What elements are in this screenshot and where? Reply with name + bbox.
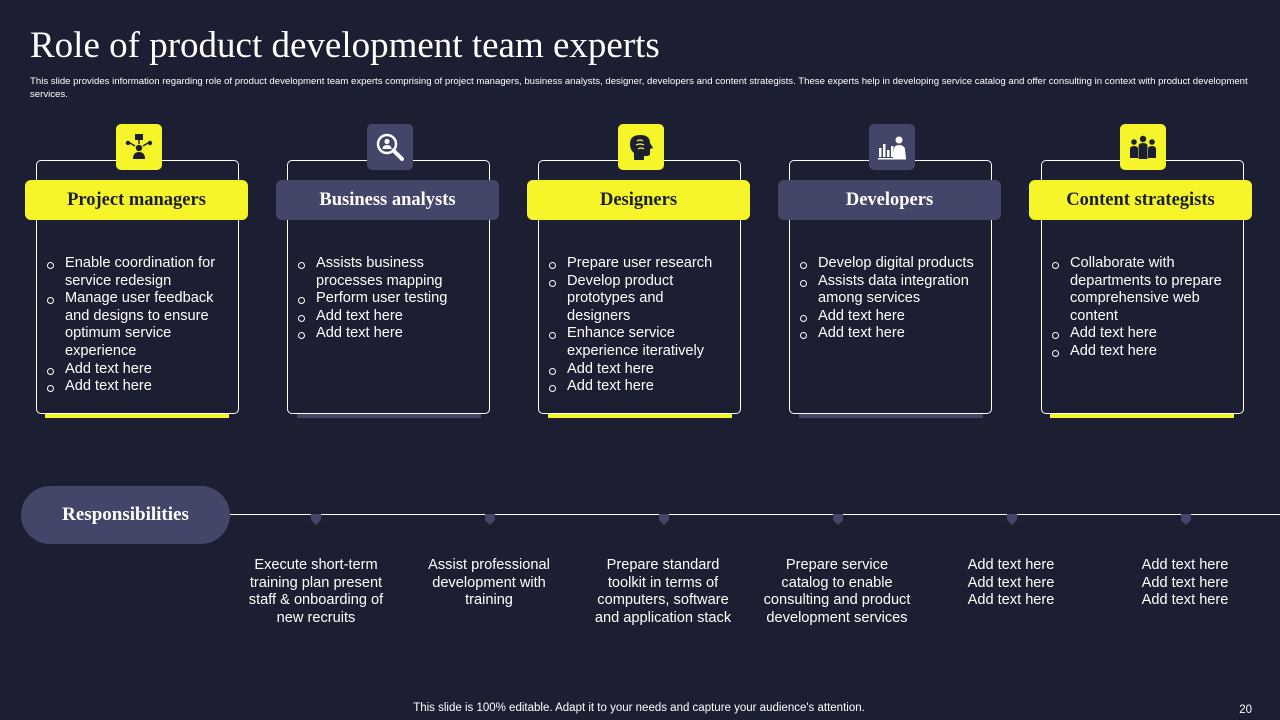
- role-header-developers: Developers: [778, 180, 1001, 220]
- role-header-designers: Designers: [527, 180, 750, 220]
- slide-footer: This slide is 100% editable. Adapt it to…: [413, 702, 865, 714]
- role-header-project-managers: Project managers: [25, 180, 248, 220]
- role-bullets-business-analysts: Assists business processes mapping Perfo…: [297, 255, 477, 343]
- bullet-item: Add text here: [1051, 325, 1231, 343]
- responsibility-text: Prepare service catalog to enable consul…: [763, 557, 911, 626]
- bullet-item: Develop product prototypes and designers: [548, 273, 728, 326]
- slide-subtitle: This slide provides information regardin…: [30, 76, 1248, 100]
- page-number: 20: [1239, 704, 1252, 716]
- role-bullets-content-strategists: Collaborate with departments to prepare …: [1051, 255, 1231, 361]
- creative-head-icon: [618, 124, 664, 170]
- role-header-business-analysts: Business analysts: [276, 180, 499, 220]
- bullet-item: Perform user testing: [297, 290, 477, 308]
- role-header-content-strategists: Content strategists: [1029, 180, 1252, 220]
- card-underline: [45, 414, 229, 418]
- card-underline: [548, 414, 732, 418]
- bullet-item: Add text here: [297, 325, 477, 343]
- timeline-marker: [1181, 514, 1191, 525]
- role-bullets-project-managers: Enable coordination for service redesign…: [46, 255, 226, 396]
- responsibilities-label: Responsibilities: [21, 486, 230, 544]
- role-bullets-designers: Prepare user research Develop product pr…: [548, 255, 728, 396]
- bullet-item: Manage user feedback and designs to ensu…: [46, 290, 226, 360]
- responsibility-text: Add text here Add text here Add text her…: [967, 557, 1055, 609]
- bullet-item: Enhance service experience iteratively: [548, 325, 728, 360]
- manager-network-icon: [116, 124, 162, 170]
- team-group-icon: [1120, 124, 1166, 170]
- bullet-item: Add text here: [1051, 343, 1231, 361]
- role-bullets-developers: Develop digital products Assists data in…: [799, 255, 979, 343]
- presenter-chart-icon: [869, 124, 915, 170]
- card-underline: [1050, 414, 1234, 418]
- responsibility-text: Prepare standard toolkit in terms of com…: [594, 557, 732, 626]
- timeline-line: [230, 514, 1280, 515]
- responsibility-text: Assist professional development with tra…: [428, 557, 550, 609]
- bullet-item: Assists business processes mapping: [297, 255, 477, 290]
- bullet-item: Assists data integration among services: [799, 273, 979, 308]
- bullet-item: Collaborate with departments to prepare …: [1051, 255, 1231, 325]
- timeline-marker: [311, 514, 321, 525]
- card-underline: [297, 414, 481, 418]
- slide-title: Role of product development team experts: [30, 25, 660, 66]
- responsibility-text: Execute short-term training plan present…: [248, 557, 384, 626]
- bullet-item: Develop digital products: [799, 255, 979, 273]
- card-underline: [799, 414, 983, 418]
- bullet-item: Add text here: [799, 308, 979, 326]
- bullet-item: Add text here: [46, 378, 226, 396]
- timeline-marker: [833, 514, 843, 525]
- timeline-marker: [485, 514, 495, 525]
- timeline-marker: [659, 514, 669, 525]
- bullet-item: Add text here: [799, 325, 979, 343]
- magnifier-person-icon: [367, 124, 413, 170]
- bullet-item: Prepare user research: [548, 255, 728, 273]
- bullet-item: Add text here: [46, 361, 226, 379]
- bullet-item: Enable coordination for service redesign: [46, 255, 226, 290]
- bullet-item: Add text here: [548, 378, 728, 396]
- bullet-item: Add text here: [548, 361, 728, 379]
- timeline-marker: [1007, 514, 1017, 525]
- responsibility-text: Add text here Add text here Add text her…: [1141, 557, 1229, 609]
- bullet-item: Add text here: [297, 308, 477, 326]
